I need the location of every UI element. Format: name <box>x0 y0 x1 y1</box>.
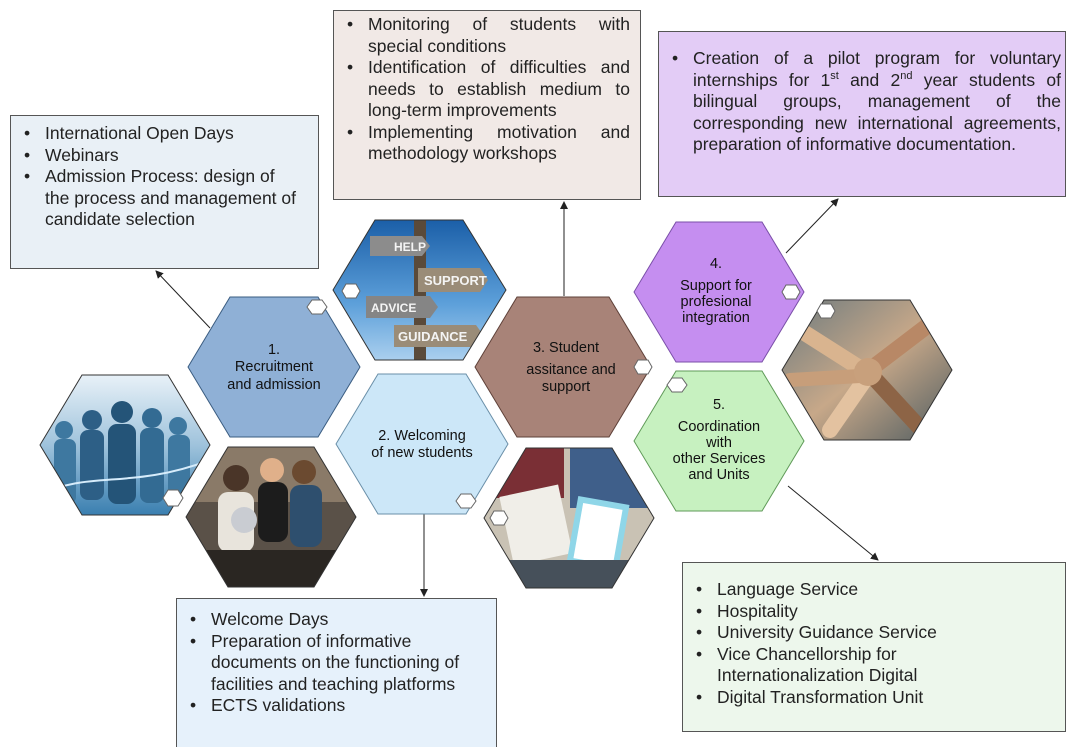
hex-coordination-shape <box>633 370 805 512</box>
hex-welcoming-line-1: 2. Welcoming <box>378 428 466 444</box>
list-item: Digital Transformation Unit <box>683 687 1065 709</box>
hex-coordination: 5. Coordination with other Services and … <box>633 370 805 512</box>
arrow-recruitment <box>155 270 211 329</box>
sign-guidance: GUIDANCE <box>398 329 468 344</box>
list-item: Webinars <box>11 145 318 167</box>
integration-text-1: Creation of a pilot program for voluntar… <box>693 48 1061 90</box>
welcoming-actions-box: Welcome Days Preparation of informative … <box>176 598 497 747</box>
sign-advice: ADVICE <box>371 301 416 315</box>
hex-integration-line-1: 4. <box>710 256 722 272</box>
hex-recruitment-line-3: and admission <box>227 377 321 393</box>
recruitment-actions-box: International Open Days Webinars Admissi… <box>10 115 319 269</box>
hex-recruitment-line-1: 1. <box>268 342 280 358</box>
hex-welcoming-shape <box>335 373 509 515</box>
hex-coordination-line-2: Coordination <box>678 419 760 435</box>
hex-recruitment-shape <box>187 296 361 438</box>
arrow-coordination <box>787 485 879 561</box>
hex-recruitment: 1. Recruitment and admission <box>187 296 361 438</box>
list-item: Welcome Days <box>177 609 496 631</box>
hands-photo <box>781 299 953 441</box>
list-item: Creation of a pilot program for voluntar… <box>659 48 1061 156</box>
hex-coordination-line-3: with <box>705 435 732 451</box>
integration-actions-box: Creation of a pilot program for voluntar… <box>658 31 1066 197</box>
list-item: University Guidance Service <box>683 622 1065 644</box>
hex-welcoming-line-2: of new students <box>371 445 473 461</box>
hex-integration-shape <box>633 221 805 363</box>
list-item: International Open Days <box>11 123 318 145</box>
students-photo <box>185 446 357 588</box>
hex-integration-line-4: integration <box>682 310 750 326</box>
hex-coordination-line-5: and Units <box>688 467 749 483</box>
list-item: Preparation of informative documents on … <box>177 631 496 696</box>
documents-photo <box>483 447 655 589</box>
integration-text-2: and 2 <box>838 69 901 90</box>
assistance-actions-box: Monitoring of students with special cond… <box>333 10 641 200</box>
hex-coordination-line-1: 5. <box>713 397 725 413</box>
signpost-photo: HELP SUPPORT ADVICE GUIDANCE <box>332 219 507 361</box>
sign-help: HELP <box>394 240 426 254</box>
hex-coordination-line-4: other Services <box>673 451 766 467</box>
hex-integration-line-3: profesional <box>681 294 752 310</box>
integration-text-3: year students of bilingual groups, manag… <box>693 69 1061 155</box>
hex-assistance-line-1: 3. Student <box>533 340 599 356</box>
list-item: ECTS validations <box>177 695 496 717</box>
list-item: Admission Process: design of the process… <box>11 166 318 231</box>
hex-recruitment-line-2: Recruitment <box>235 359 313 375</box>
team-photo <box>39 374 211 516</box>
sign-support: SUPPORT <box>424 273 487 288</box>
hex-welcoming: 2. Welcoming of new students <box>335 373 509 515</box>
hex-assistance: 3. Student assitance and support <box>474 296 653 438</box>
hex-assistance-line-2: assitance and <box>526 362 615 378</box>
list-item: Implementing motivation and methodology … <box>334 122 630 165</box>
list-item: Language Service <box>683 579 1065 601</box>
arrow-integration <box>785 198 839 254</box>
integration-sup-1: st <box>830 69 839 82</box>
list-item: Vice Chancellorship for Internationaliza… <box>683 644 1065 687</box>
integration-sup-2: nd <box>900 69 913 82</box>
list-item: Identification of difficulties and needs… <box>334 57 630 122</box>
hex-integration-line-2: Support for <box>680 278 752 294</box>
list-item: Monitoring of students with special cond… <box>334 14 630 57</box>
hex-integration: 4. Support for profesional integration <box>633 221 805 363</box>
coordination-services-box: Language Service Hospitality University … <box>682 562 1066 732</box>
list-item: Hospitality <box>683 601 1065 623</box>
hex-assistance-line-3: support <box>542 379 590 395</box>
